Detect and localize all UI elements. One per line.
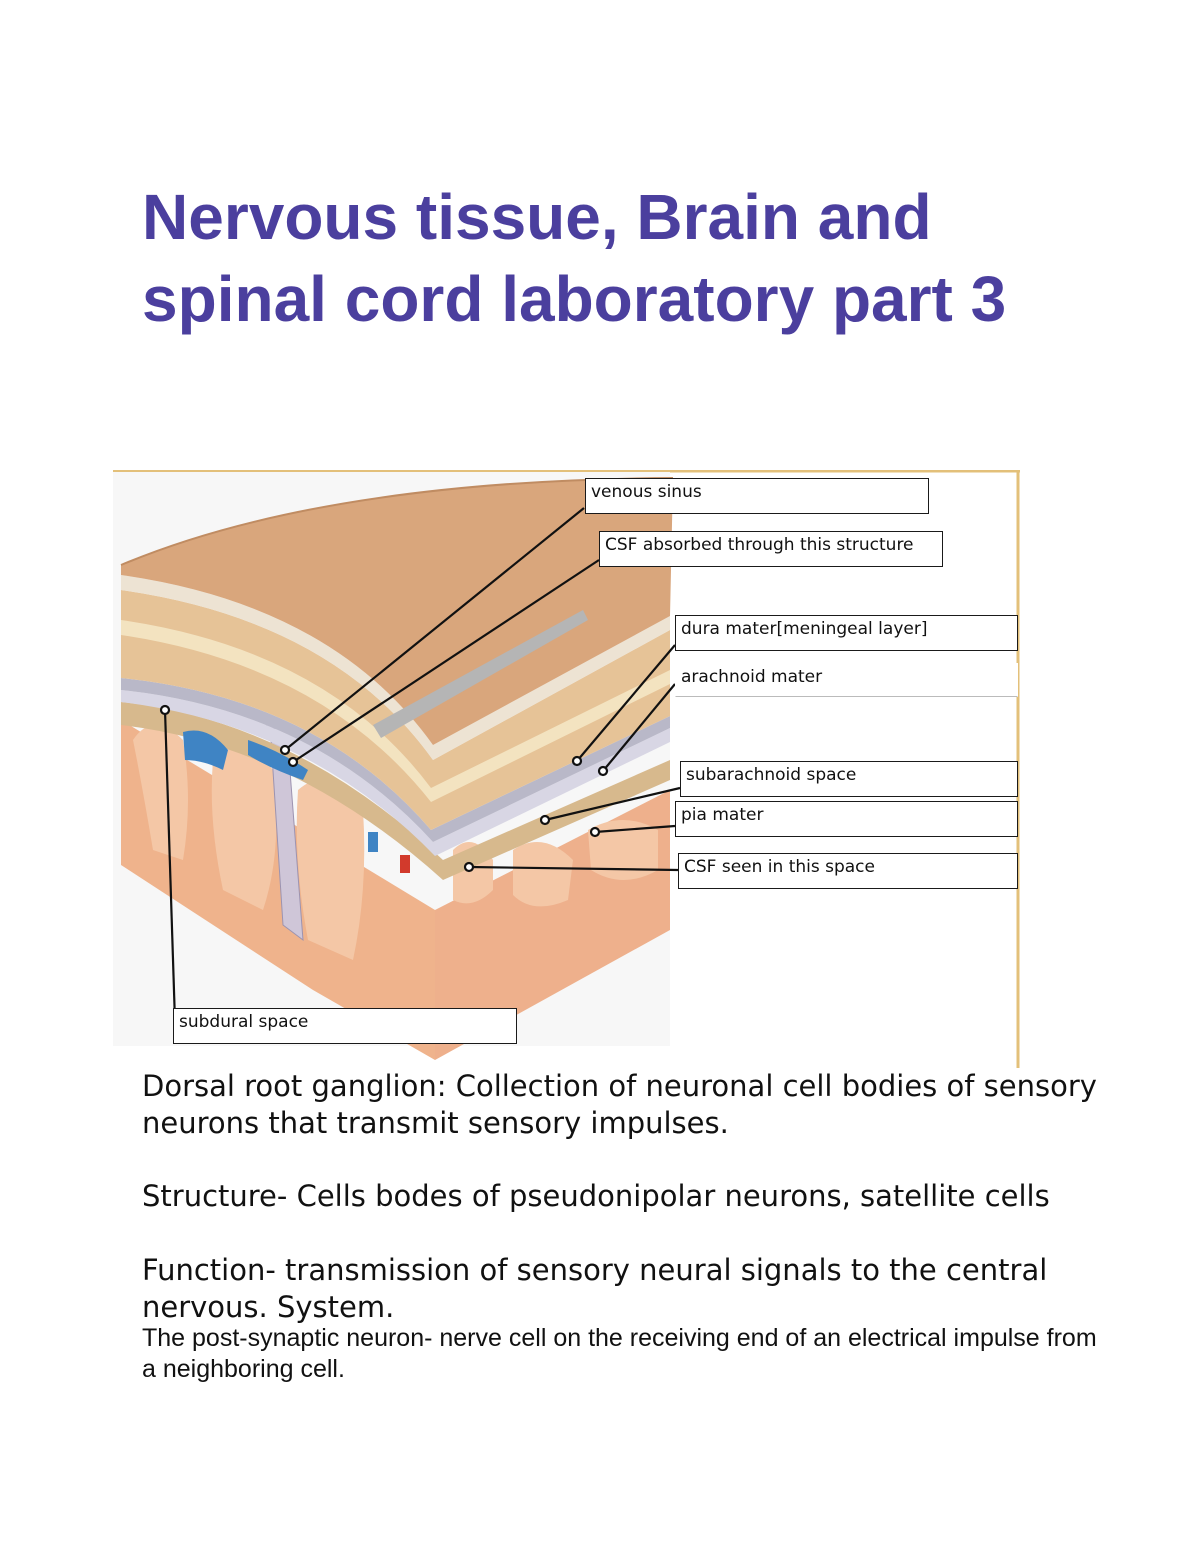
paragraph-post-synaptic: The post-synaptic neuron- nerve cell on … (142, 1324, 1097, 1383)
label-dura-mater: dura mater[meningeal layer] (675, 615, 1018, 651)
label-csf-seen: CSF seen in this space (678, 853, 1018, 889)
cortex-front-face (121, 720, 435, 1060)
label-subarachnoid-space: subarachnoid space (680, 761, 1018, 797)
page-title: Nervous tissue, Brain and spinal cord la… (142, 181, 1007, 335)
paragraph-dorsal-root-ganglion: Dorsal root ganglion: Collection of neur… (142, 1069, 1097, 1140)
label-pia-mater: pia mater (675, 801, 1018, 837)
skull-top (121, 478, 673, 745)
label-subdural-space: subdural space (173, 1008, 517, 1044)
meninges-illustration (113, 470, 1020, 1068)
spongy-bone-layer (121, 590, 670, 830)
paragraph-structure: Structure- Cells bodes of pseudonipolar … (142, 1179, 1050, 1213)
meninges-figure: venous sinus CSF absorbed through this s… (113, 470, 1020, 1068)
label-arachnoid-mater: arachnoid mater (675, 663, 1018, 697)
label-venous-sinus: venous sinus (585, 478, 929, 514)
label-csf-absorbed: CSF absorbed through this structure (599, 531, 943, 567)
paragraph-function: Function- transmission of sensory neural… (142, 1253, 1048, 1324)
